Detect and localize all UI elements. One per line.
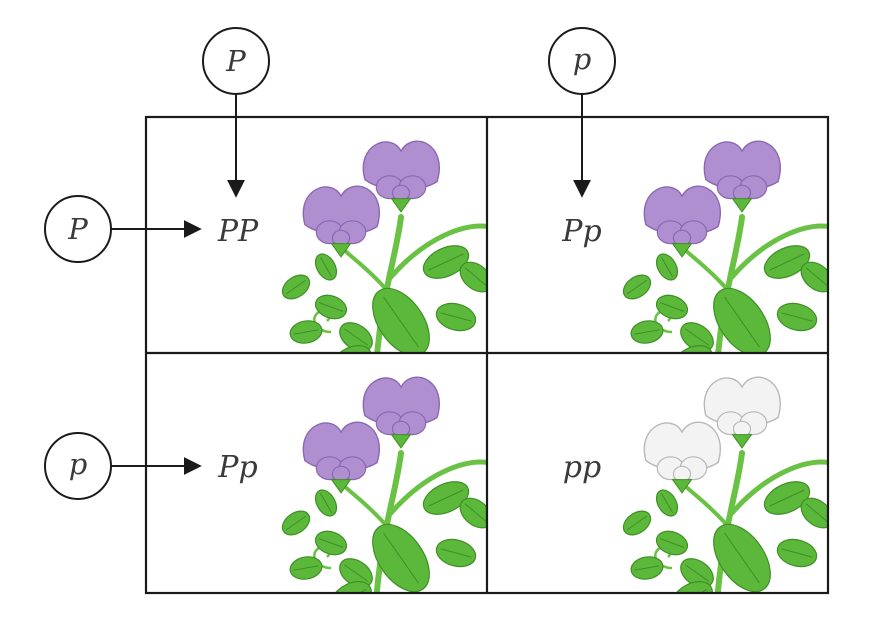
gamete-left-bottom-label: p: [69, 447, 88, 481]
gamete-top-right: p: [548, 27, 616, 95]
genotype-label-bottom-left: Pp: [217, 450, 257, 485]
plant-illustration-bottom-left: [281, 376, 487, 593]
plant-illustration-top-right: [622, 140, 828, 353]
gamete-left-top-label: P: [67, 212, 88, 246]
plant-illustration-top-left: [281, 140, 487, 353]
gamete-left-bottom: p: [44, 432, 112, 500]
punnett-grid: [144, 115, 830, 595]
genotype-label-top-right: Pp: [561, 214, 601, 249]
gamete-top-left-label: P: [225, 44, 246, 78]
gamete-top-left: P: [202, 27, 270, 95]
genotype-label-bottom-right: pp: [563, 450, 601, 485]
genotype-label-top-left: PP: [217, 214, 259, 249]
gamete-left-top: P: [44, 195, 112, 263]
plant-illustration-bottom-right: [622, 376, 828, 593]
gamete-top-right-label: p: [573, 42, 592, 76]
